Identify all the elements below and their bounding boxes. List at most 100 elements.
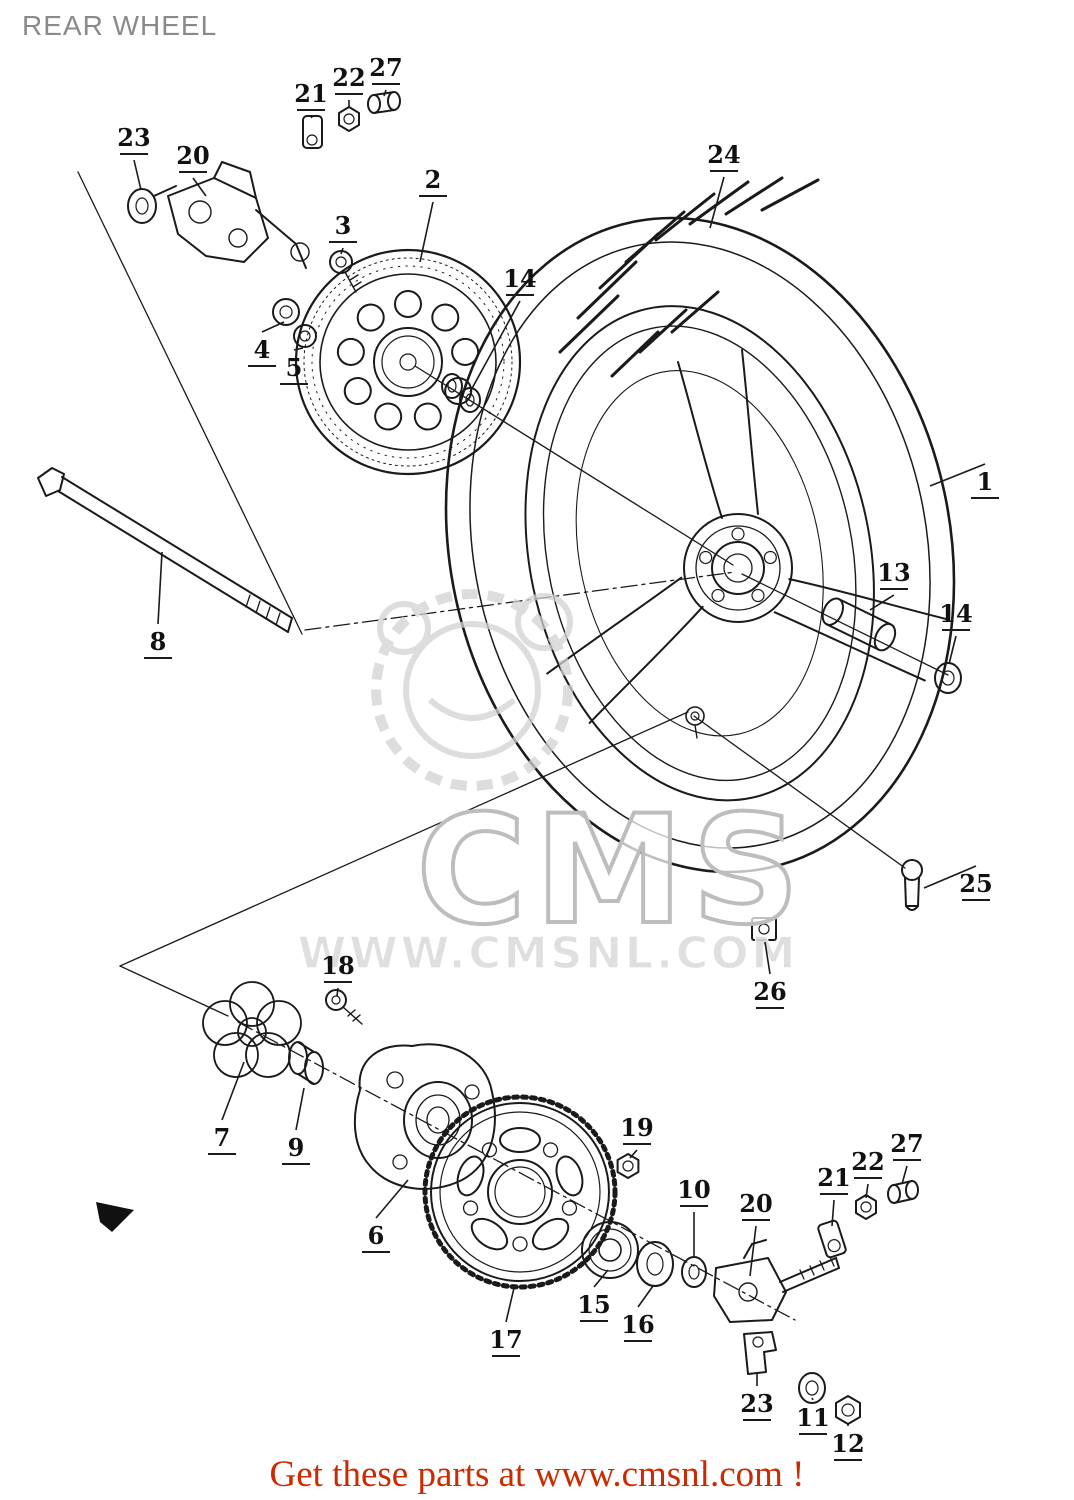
bracket-23-lower [743,1331,777,1375]
part-label-13: 13 [869,558,911,611]
part-label-9: 9 [282,1087,310,1165]
brake-disc [294,248,522,476]
svg-text:10: 10 [677,1175,710,1204]
svg-text:22: 22 [332,63,365,92]
part-labels: 1234567891011121314141516171819202021212… [117,53,999,1461]
wheel-hub [546,349,948,739]
footer-link[interactable]: Get these parts at www.cmsnl.com ! [269,1454,805,1495]
part-label-6: 6 [362,1179,409,1253]
svg-text:19: 19 [620,1113,653,1142]
svg-text:5: 5 [286,353,303,382]
part-label-21: 21 [294,79,328,119]
part-label-7: 7 [208,1061,245,1155]
part-label-3: 3 [329,211,357,255]
svg-text:2: 2 [425,165,442,194]
nut-12 [835,1395,861,1425]
svg-text:27: 27 [369,53,402,82]
svg-text:27: 27 [890,1129,923,1158]
part-label-10: 10 [677,1175,711,1256]
bearing-15 [581,1221,639,1279]
part-label-22: 22 [851,1147,885,1199]
assembly-lines [77,171,949,1321]
diagram-art [37,91,962,1425]
nut-22-lower [855,1194,877,1220]
nut-19 [616,1153,640,1179]
spacer-10 [681,1256,707,1288]
washer-16 [636,1241,674,1287]
svg-text:8: 8 [150,627,167,656]
svg-text:4: 4 [254,335,271,364]
adjuster-bolt-25 [901,859,923,911]
svg-text:17: 17 [489,1325,522,1354]
part-label-14: 14 [939,599,973,665]
plate-21-lower [817,1219,847,1259]
part-label-11: 11 [796,1397,830,1435]
part-label-5: 5 [280,347,308,385]
part-label-26: 26 [753,941,787,1009]
svg-text:16: 16 [621,1310,654,1339]
svg-text:26: 26 [753,977,786,1006]
page-title: REAR WHEEL [22,10,218,41]
bolt-18 [325,989,363,1025]
svg-text:15: 15 [577,1290,610,1319]
part-label-2: 2 [419,165,447,263]
part-label-18: 18 [321,951,355,997]
svg-text:25: 25 [959,869,992,898]
svg-text:20: 20 [176,141,209,170]
part-label-17: 17 [489,1287,523,1357]
sleeve-27-lower [887,1180,919,1204]
svg-text:18: 18 [321,951,354,980]
direction-marker [96,1202,134,1232]
spacer-9 [288,1041,324,1085]
svg-text:3: 3 [335,211,352,240]
svg-text:23: 23 [740,1389,773,1418]
watermark-logo-text: CMS [416,784,807,958]
svg-text:12: 12 [831,1429,864,1458]
part-label-8: 8 [144,551,172,659]
part-label-15: 15 [577,1269,611,1322]
svg-text:11: 11 [796,1403,829,1432]
chain-adjuster-20 [713,1239,840,1323]
part-label-25: 25 [923,865,993,901]
washer-14-left [441,373,481,413]
brake-caliper-bracket [127,91,401,348]
nut-26 [751,917,777,941]
watermark: CMS WWW.CMSNL.COM [297,589,807,980]
part-label-4: 4 [248,321,285,367]
svg-text:22: 22 [851,1147,884,1176]
svg-text:9: 9 [288,1133,305,1162]
svg-text:20: 20 [739,1189,772,1218]
cap-14-right [934,662,962,694]
spacer-13 [821,597,897,652]
tread-marks [558,176,820,378]
part-label-1: 1 [929,463,999,499]
part-label-21: 21 [817,1163,851,1227]
part-label-12: 12 [831,1424,865,1461]
svg-text:24: 24 [707,140,740,169]
svg-text:13: 13 [877,558,910,587]
svg-text:21: 21 [294,79,327,108]
part-label-23: 23 [740,1374,774,1421]
svg-text:14: 14 [503,264,536,293]
cms-gear-logo [371,589,573,791]
svg-text:1: 1 [977,467,994,496]
part-label-20: 20 [739,1189,773,1277]
part-label-24: 24 [707,140,741,229]
part-label-20: 20 [176,141,210,197]
svg-text:23: 23 [117,123,150,152]
part-label-19: 19 [620,1113,654,1159]
part-label-16: 16 [621,1285,655,1342]
svg-text:21: 21 [817,1163,850,1192]
part-label-27: 27 [890,1129,924,1185]
axle [37,467,293,633]
part-label-27: 27 [369,53,403,97]
part-label-14: 14 [469,264,537,393]
washer-11 [798,1372,826,1404]
valve-stem [685,706,705,739]
wheel-spokes [546,349,948,724]
svg-text:7: 7 [214,1123,231,1152]
sprocket [422,1094,618,1290]
watermark-url-text: WWW.CMSNL.COM [298,928,799,979]
